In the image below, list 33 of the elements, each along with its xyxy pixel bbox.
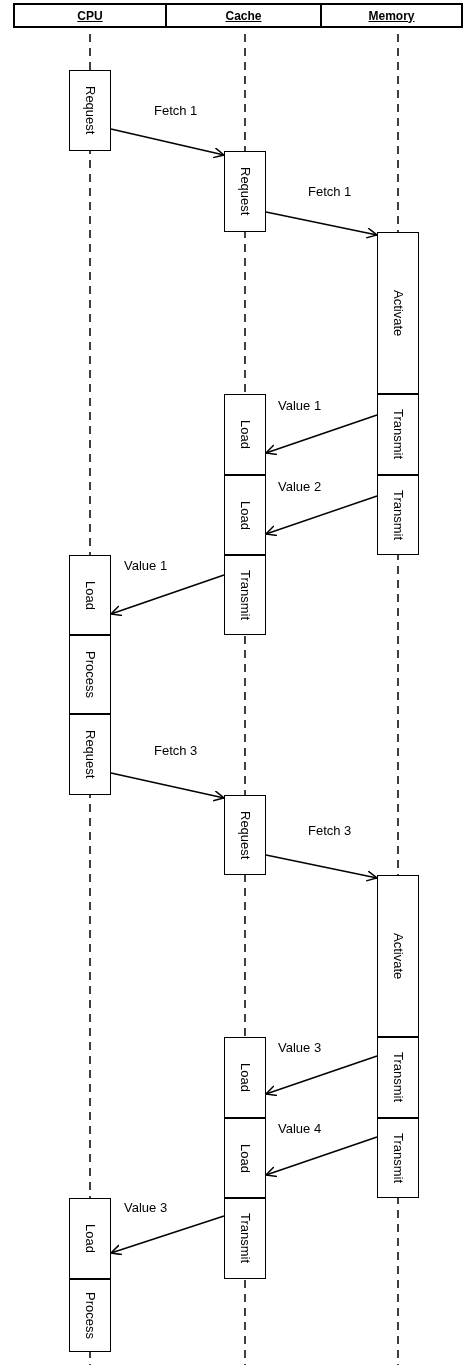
edge-label: Value 4 (277, 1121, 323, 1136)
lifeline-header: CPU (13, 3, 167, 28)
activation-box: Load (69, 555, 111, 635)
activation-box: Activate (377, 875, 419, 1037)
activation-box: Transmit (377, 475, 419, 555)
activation-box: Transmit (377, 1037, 419, 1118)
activation-box: Request (224, 151, 266, 232)
edge-label: Value 1 (277, 398, 323, 413)
activation-box: Activate (377, 232, 419, 394)
activation-box: Request (69, 714, 111, 795)
activation-box: Transmit (224, 555, 266, 635)
lifeline-header: Memory (320, 3, 463, 28)
activation-box: Process (69, 635, 111, 714)
activation-box: Load (69, 1198, 111, 1279)
edge-label: Value 1 (123, 558, 169, 573)
edge-label: Fetch 1 (307, 184, 353, 199)
edge-label: Value 3 (123, 1200, 169, 1215)
activation-box: Load (224, 1118, 266, 1198)
activation-box: Transmit (377, 394, 419, 475)
edge-label: Value 2 (277, 479, 323, 494)
activation-box: Transmit (377, 1118, 419, 1198)
activation-box: Load (224, 394, 266, 475)
activation-box: Load (224, 1037, 266, 1118)
lifeline-header: Cache (165, 3, 322, 28)
activation-box: Process (69, 1279, 111, 1352)
edge-label: Fetch 3 (307, 823, 353, 838)
edge-label: Fetch 3 (153, 743, 199, 758)
activation-box: Request (224, 795, 266, 875)
activation-box: Request (69, 70, 111, 151)
activation-box: Transmit (224, 1198, 266, 1279)
activation-box: Load (224, 475, 266, 555)
edge-label: Value 3 (277, 1040, 323, 1055)
edge-label: Fetch 1 (153, 103, 199, 118)
